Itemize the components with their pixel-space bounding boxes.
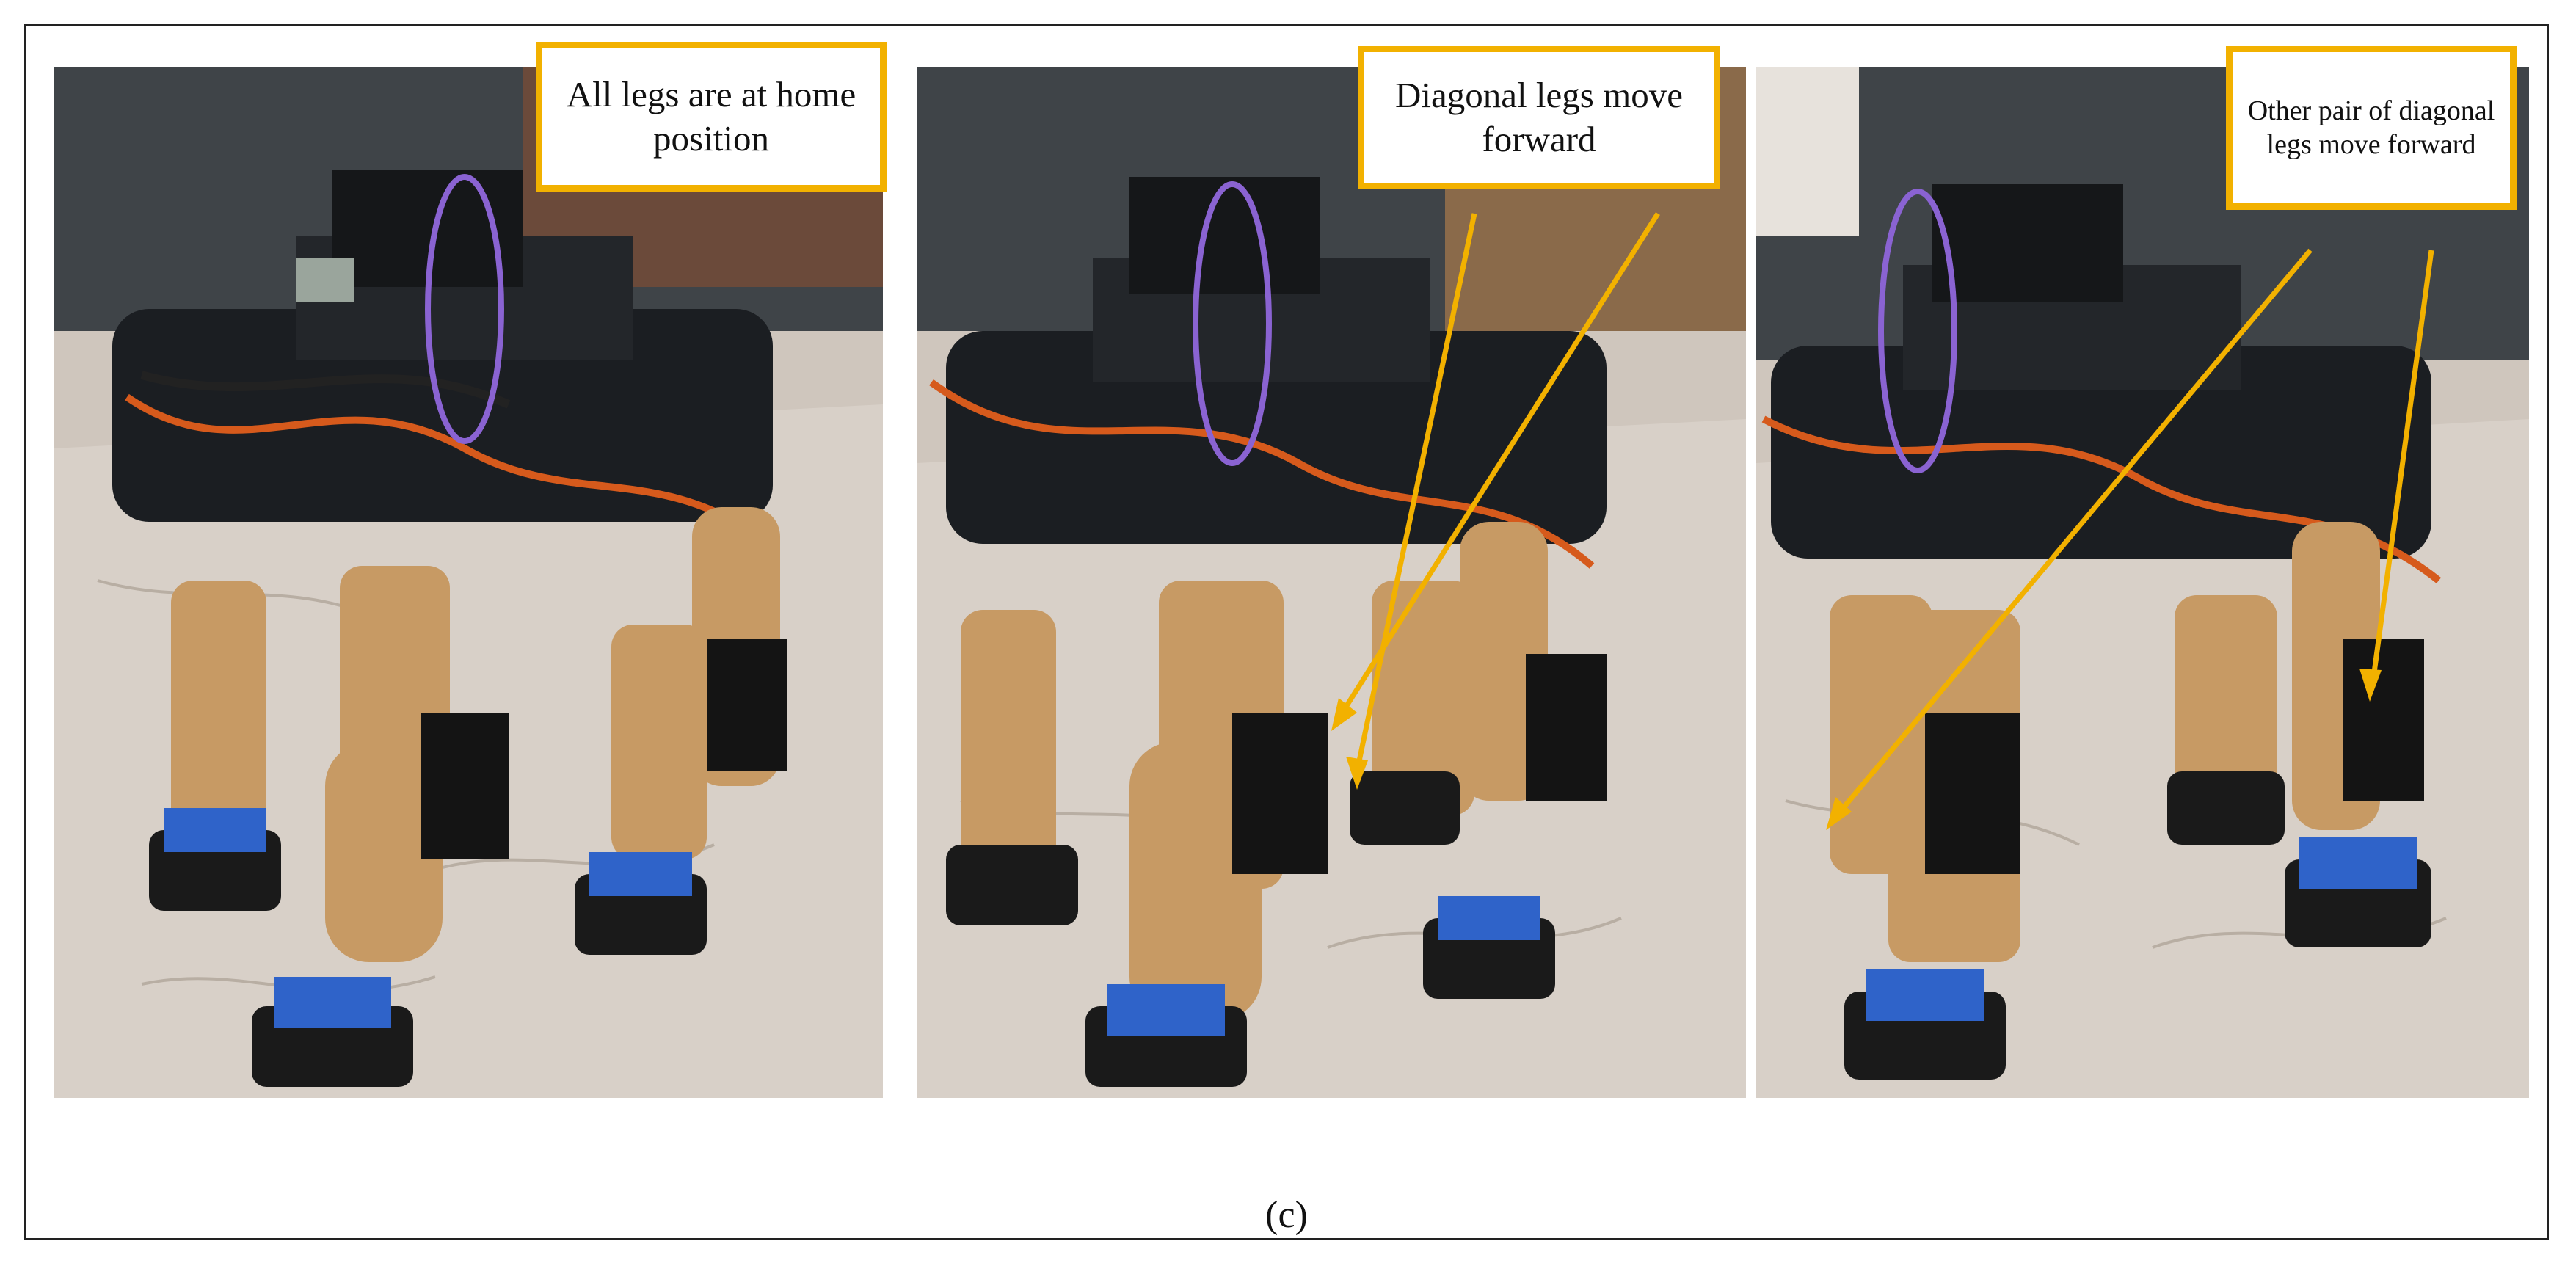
- photo-diagonal-legs-forward: [917, 67, 1746, 1098]
- photo-other-diagonal-legs-forward: [1756, 67, 2529, 1098]
- callout-diagonal-legs: Diagonal legs move forward: [1358, 46, 1720, 189]
- photo-home-position: [54, 67, 883, 1098]
- callout-home-position: All legs are at home position: [536, 42, 887, 192]
- callout-other-diagonal-legs: Other pair of diagonal legs move forward: [2226, 46, 2517, 210]
- figure-frame: (c): [24, 24, 2549, 1240]
- figure-caption: (c): [1265, 1194, 1308, 1236]
